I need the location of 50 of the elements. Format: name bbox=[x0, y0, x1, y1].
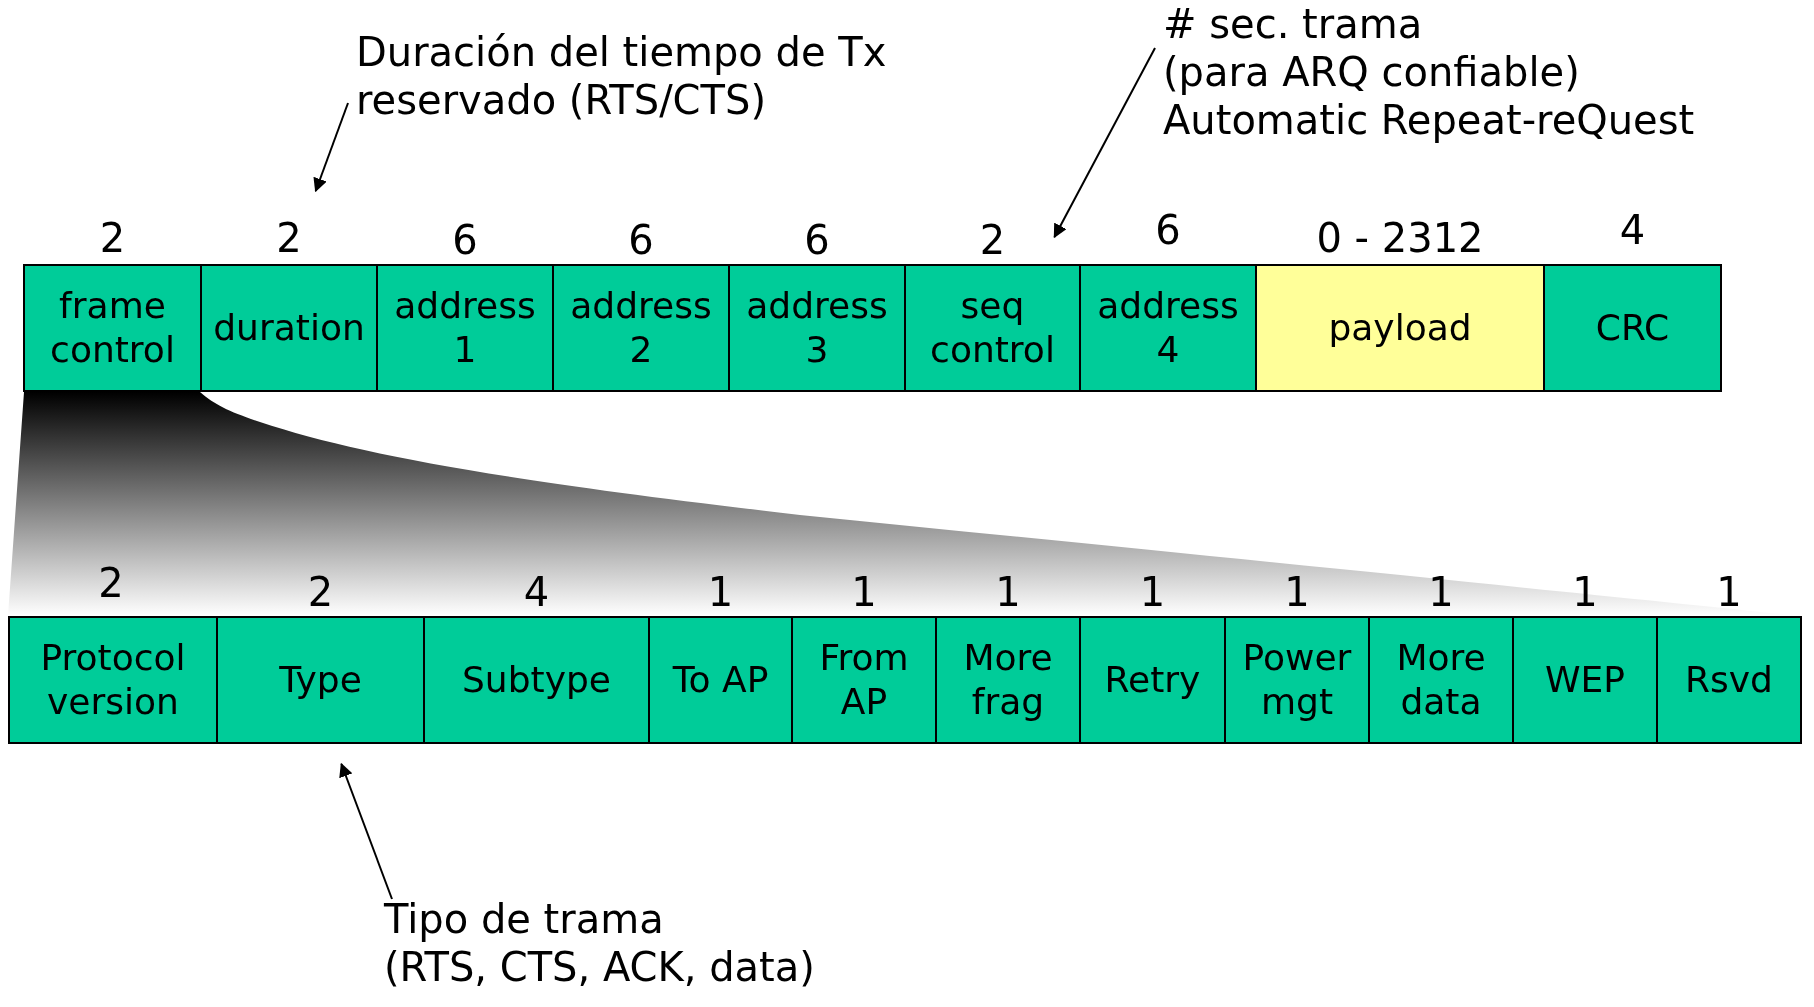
byte-count: 6 bbox=[1154, 210, 1182, 250]
byte-count: 6 bbox=[803, 220, 831, 260]
annotation-text: # sec. trama bbox=[1163, 0, 1424, 48]
frame-field: address 2 bbox=[552, 264, 730, 392]
byte-count: 1 bbox=[1571, 572, 1599, 612]
byte-count: 4 bbox=[1618, 210, 1647, 250]
frame-field: Retry bbox=[1079, 616, 1226, 744]
frame-field: seq control bbox=[904, 264, 1081, 392]
frame-field: WEP bbox=[1512, 616, 1658, 744]
frame-field: From AP bbox=[791, 616, 937, 744]
frame-field: duration bbox=[200, 264, 378, 392]
annotation-text: Automatic Repeat-reQuest bbox=[1163, 96, 1696, 144]
frame-field: To AP bbox=[648, 616, 793, 744]
frame-field: Type bbox=[216, 616, 425, 744]
byte-count: 2 bbox=[978, 220, 1007, 260]
frame-field: Rsvd bbox=[1656, 616, 1802, 744]
annotation-text: Duración del tiempo de Tx bbox=[356, 28, 888, 76]
byte-count: 1 bbox=[994, 572, 1022, 612]
byte-count: 0 - 2312 bbox=[1315, 218, 1485, 258]
byte-count: 1 bbox=[1715, 572, 1743, 612]
byte-count: 1 bbox=[1427, 572, 1455, 612]
frame-field: CRC bbox=[1543, 264, 1722, 392]
byte-count: 4 bbox=[522, 572, 551, 612]
annotation-text: (RTS, CTS, ACK, data) bbox=[384, 943, 816, 991]
annotation-text: reservado (RTS/CTS) bbox=[356, 76, 767, 124]
byte-count: 2 bbox=[306, 572, 335, 612]
annotation-text: Tipo de trama bbox=[384, 895, 665, 943]
frame-field: address 3 bbox=[728, 264, 906, 392]
frame-field: payload bbox=[1255, 264, 1545, 392]
byte-count: 2 bbox=[275, 218, 303, 258]
leader-arrow bbox=[1053, 47, 1156, 239]
frame-field: Power mgt bbox=[1224, 616, 1370, 744]
byte-count: 2 bbox=[97, 563, 125, 603]
leader-arrow bbox=[313, 102, 349, 193]
byte-count: 1 bbox=[1138, 572, 1167, 612]
frame-field: address 4 bbox=[1079, 264, 1257, 392]
frame-field: address 1 bbox=[376, 264, 554, 392]
frame-field: Subtype bbox=[423, 616, 650, 744]
annotation-text: (para ARQ confiable) bbox=[1163, 48, 1581, 96]
byte-count: 6 bbox=[627, 220, 655, 260]
frame-field: Protocol version bbox=[8, 616, 218, 744]
frame-field: More frag bbox=[935, 616, 1081, 744]
byte-count: 1 bbox=[1283, 572, 1311, 612]
byte-count: 1 bbox=[706, 572, 735, 612]
byte-count: 1 bbox=[850, 572, 878, 612]
frame-field: frame control bbox=[23, 264, 202, 392]
byte-count: 2 bbox=[98, 218, 127, 258]
leader-arrow bbox=[339, 762, 393, 900]
byte-count: 6 bbox=[451, 220, 479, 260]
frame-field: More data bbox=[1368, 616, 1514, 744]
